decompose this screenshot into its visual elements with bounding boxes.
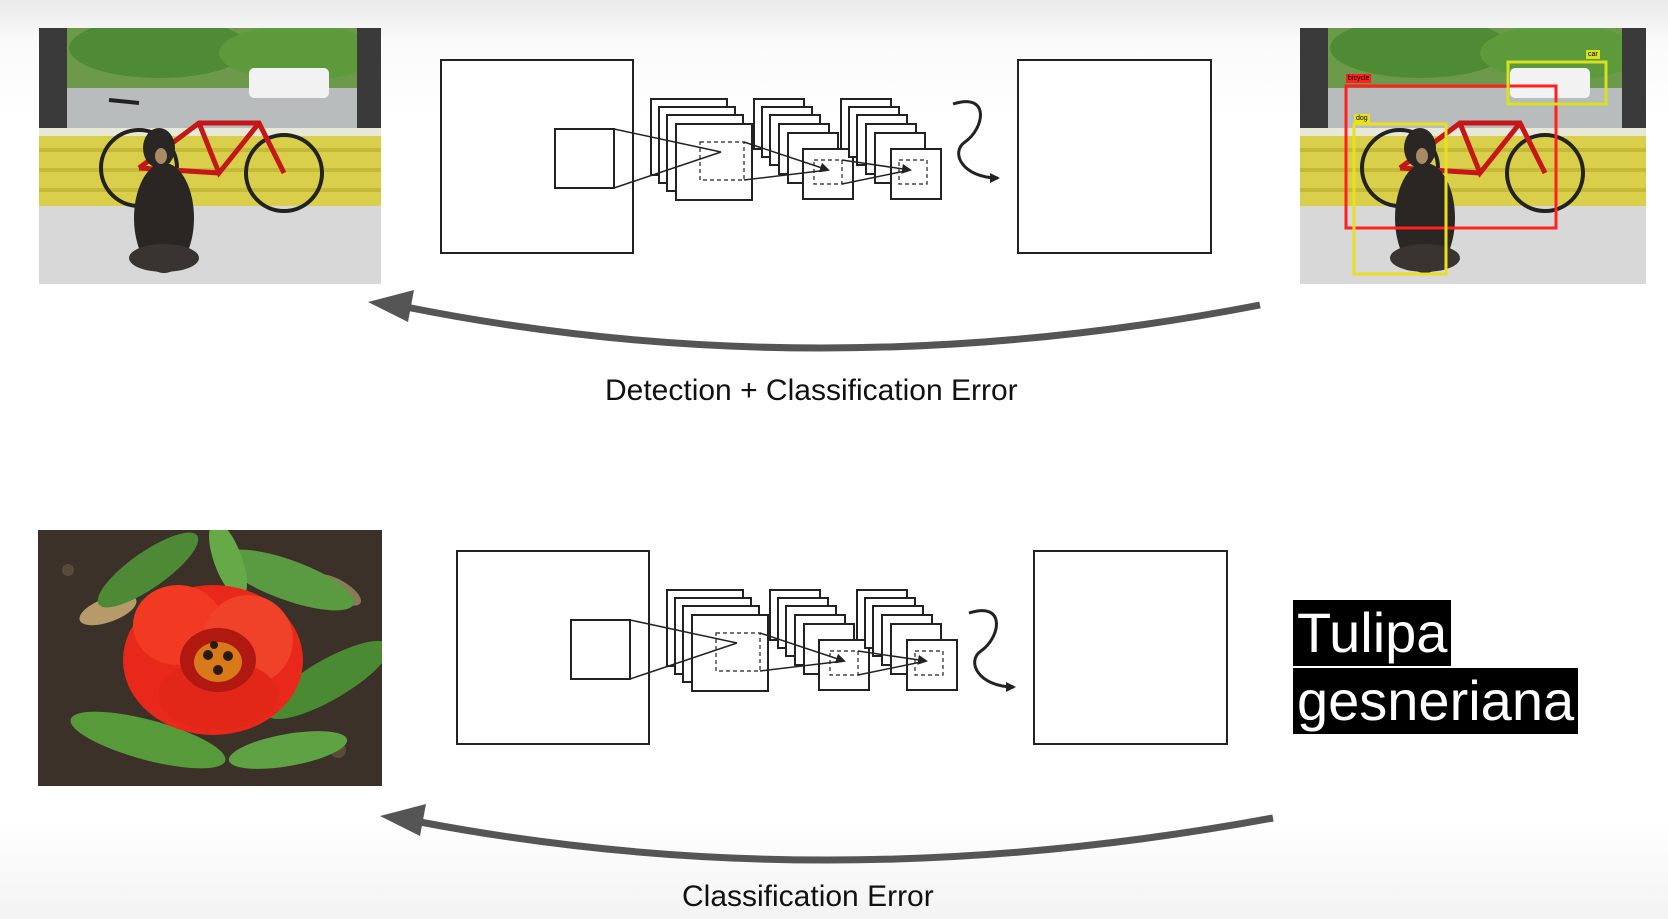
bottom-feedback-arrowhead [380, 804, 426, 836]
bicycle-detection-label: bicycle [1346, 74, 1372, 83]
top-output-frame [1017, 59, 1212, 254]
top-receptive-field [554, 128, 615, 189]
classification-error-caption: Classification Error [682, 880, 934, 913]
detection-classification-error-caption: Detection + Classification Error [605, 374, 1018, 407]
species-label-line-2: gesneriana [1293, 668, 1579, 734]
dog-detection-label: dog [1354, 114, 1370, 123]
detection-output-photo: bicycle dog car [1300, 28, 1646, 284]
bottom-conv-stack-2 [769, 589, 870, 691]
bottom-squiggle-arrow [968, 609, 1016, 692]
top-squiggle-arrow [952, 100, 1000, 183]
bottom-feedback-arrow [419, 814, 1274, 864]
bottom-conv-stack-3 [856, 589, 958, 691]
bottom-conv-1-filter [715, 632, 761, 672]
bicycle-bounding-box [1344, 84, 1558, 230]
bottom-projection-lines [629, 619, 928, 680]
top-feedback-arrowhead [368, 290, 414, 322]
bottom-receptive-field [570, 619, 631, 680]
top-conv-stack-1 [650, 98, 753, 201]
dog-bounding-box [1352, 122, 1448, 276]
bottom-output-frame [1033, 550, 1228, 745]
tulip-input-photo [38, 530, 382, 786]
car-detection-label: car [1586, 50, 1600, 59]
top-projection-lines [613, 128, 912, 189]
top-conv-1-filter [699, 141, 745, 181]
dog-bicycle-input-photo [39, 28, 381, 284]
car-bounding-box [1506, 60, 1608, 106]
top-conv-stack-2 [753, 98, 854, 200]
species-label-line-1: Tulipa [1293, 600, 1452, 666]
top-feedback-arrow [405, 301, 1261, 352]
bottom-conv-stack-1 [666, 589, 769, 692]
